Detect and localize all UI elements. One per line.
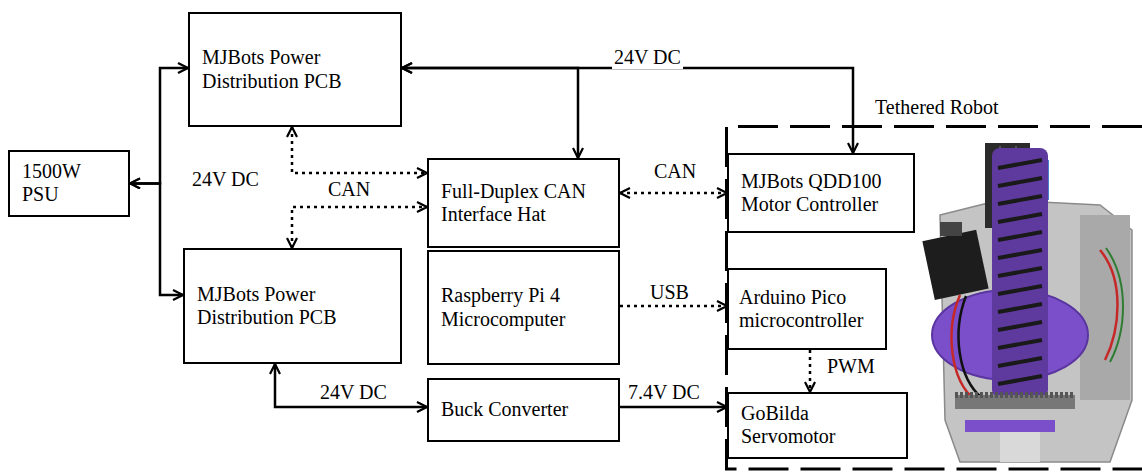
connector-label: 7.4V DC bbox=[626, 381, 702, 404]
power-line bbox=[275, 364, 427, 407]
signal-line bbox=[292, 207, 427, 248]
servo-horn bbox=[940, 222, 962, 236]
box-label: Raspberry Pi 4 Microcomputer bbox=[441, 284, 606, 331]
connector-label: CAN bbox=[652, 160, 698, 183]
power-line bbox=[620, 406, 727, 409]
green-wire bbox=[1106, 248, 1123, 362]
component-box: Full-Duplex CAN Interface Hat bbox=[427, 158, 620, 248]
component-box: Raspberry Pi 4 Microcomputer bbox=[427, 250, 620, 365]
black-wire bbox=[959, 296, 982, 398]
box-label: MJBots QDD100 Motor Controller bbox=[741, 170, 901, 217]
side-bracket bbox=[1080, 215, 1130, 400]
signal-line bbox=[809, 350, 812, 392]
power-line bbox=[402, 68, 853, 153]
connector-label: PWM bbox=[825, 355, 877, 378]
component-box: GoBilda Servomotor bbox=[727, 392, 908, 459]
box-label: MJBots Power Distribution PCB bbox=[197, 283, 388, 330]
power-line bbox=[402, 68, 578, 158]
box-label: 1500W PSU bbox=[22, 160, 94, 207]
box-label: Buck Converter bbox=[441, 398, 606, 421]
component-box: Arduino Pico microcontroller bbox=[727, 268, 887, 350]
component-box: MJBots Power Distribution PCB bbox=[188, 12, 402, 127]
box-label: MJBots Power Distribution PCB bbox=[202, 46, 388, 93]
red-wire bbox=[1100, 250, 1118, 360]
connector-label: 24V DC bbox=[190, 168, 261, 191]
connector-label: 24V DC bbox=[612, 46, 683, 69]
signal-line bbox=[620, 192, 727, 195]
gear-teeth bbox=[955, 392, 1075, 398]
power-line bbox=[130, 183, 183, 295]
connector-label: CAN bbox=[326, 178, 372, 201]
signal-line bbox=[292, 127, 427, 173]
connector-label: USB bbox=[648, 281, 691, 304]
component-box: MJBots Power Distribution PCB bbox=[183, 248, 402, 364]
base-part bbox=[1000, 432, 1040, 462]
connector-label: 24V DC bbox=[318, 381, 389, 404]
signal-line bbox=[620, 305, 727, 308]
box-label: Arduino Pico microcontroller bbox=[739, 286, 875, 333]
tube-slots bbox=[998, 160, 1042, 384]
dashed-border bbox=[727, 127, 1142, 470]
purple-bar bbox=[965, 420, 1055, 432]
box-label: Full-Duplex CAN Interface Hat bbox=[441, 180, 606, 227]
component-box: Buck Converter bbox=[427, 378, 620, 442]
component-box: MJBots QDD100 Motor Controller bbox=[727, 153, 915, 233]
power-line bbox=[130, 68, 188, 183]
slotted-tube bbox=[992, 148, 1048, 398]
servo-body bbox=[922, 230, 988, 300]
box-label: GoBilda Servomotor bbox=[741, 402, 894, 449]
region-heading: Tethered Robot bbox=[875, 96, 999, 119]
component-box: 1500W PSU bbox=[8, 150, 130, 217]
robot-region: Tethered RobotMJBots QDD100 Motor Contro… bbox=[725, 125, 1142, 472]
gear bbox=[955, 395, 1075, 409]
